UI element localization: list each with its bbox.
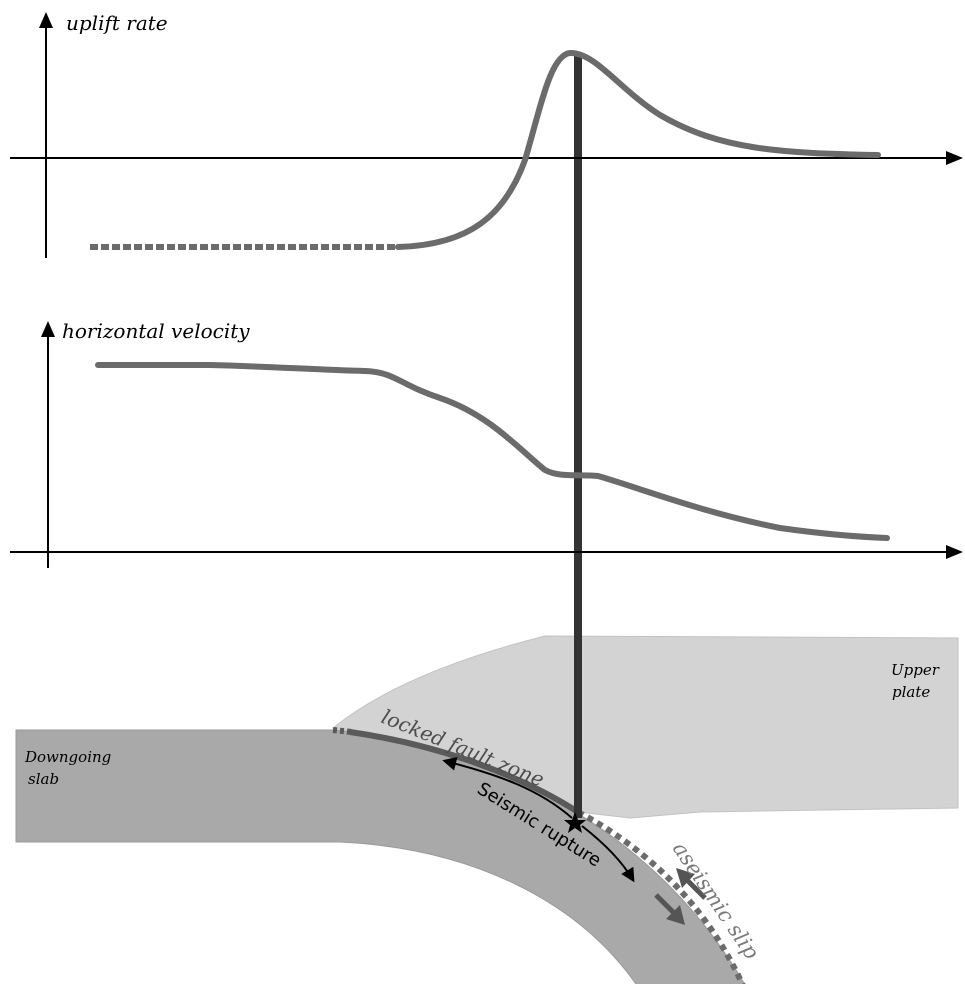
downgoing-slab-label-line2: slab [28, 770, 59, 788]
velocity-y-axis-arrowhead [41, 321, 55, 337]
locked-fault-interface [349, 729, 580, 815]
hypocenter-star-icon [564, 812, 586, 833]
uplift-rate-label: uplift rate [66, 11, 168, 35]
rupture-arrow-downdip [581, 825, 635, 883]
upper-plate-label-line1: Upper [891, 661, 940, 679]
aseismic-slip-interface [576, 809, 746, 984]
velocity-x-axis-arrowhead [946, 545, 963, 559]
locked-fault-dashed-end [332, 727, 353, 735]
aseismic-slip-arrows [654, 868, 707, 925]
uplift-x-axis-arrowhead [946, 151, 963, 165]
horizontal-velocity-label: horizontal velocity [62, 319, 250, 343]
uplift-y-axis-arrowhead [39, 12, 53, 28]
downgoing-slab-label-line1: Downgoing [24, 748, 111, 766]
uplift-curve [395, 49, 881, 250]
upper-plate-label-line2: plate [892, 683, 930, 701]
rupture-arrow-updip [442, 756, 573, 819]
velocity-curve [95, 362, 890, 541]
